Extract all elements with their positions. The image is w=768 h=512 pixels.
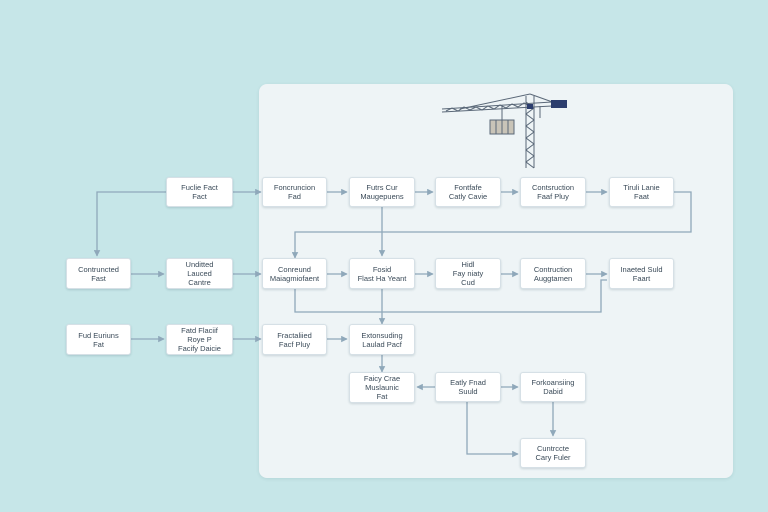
flow-node[interactable]: Fatd Flaciif Roye P Facify Daicie bbox=[166, 324, 233, 355]
connector bbox=[294, 279, 607, 313]
flow-node[interactable]: Contruction Auggtamen bbox=[520, 258, 586, 289]
flow-node[interactable]: Contruncted Fast bbox=[66, 258, 131, 289]
flow-node[interactable]: Faicy Crae Muslaunic Fat bbox=[349, 372, 415, 403]
flow-node[interactable]: Tiruli Lanie Faat bbox=[609, 177, 674, 207]
connector bbox=[291, 191, 692, 259]
flow-node[interactable]: Extonsuding Laulad Pacf bbox=[349, 324, 415, 355]
connector bbox=[466, 402, 519, 458]
connector bbox=[93, 191, 166, 257]
flow-node[interactable]: Fontfafe Catly Cavie bbox=[435, 177, 501, 207]
flow-node[interactable]: Fuclie Fact Fact bbox=[166, 177, 233, 207]
flow-node[interactable]: Conreund Maiagmiofaent bbox=[262, 258, 327, 289]
flow-node[interactable]: Unditted Lauced Cantre bbox=[166, 258, 233, 289]
flow-node[interactable]: Fractaliied Facf Pluy bbox=[262, 324, 327, 355]
flow-node[interactable]: Fosid Flast Ha Yeant bbox=[349, 258, 415, 289]
flow-node[interactable]: Fud Euriuns Fat bbox=[66, 324, 131, 355]
flow-node[interactable]: Forkoansiing Dabid bbox=[520, 372, 586, 402]
tower-crane-icon bbox=[441, 93, 567, 169]
flow-node[interactable]: Hidl Fay niaty Cud bbox=[435, 258, 501, 289]
flow-node[interactable]: Eatly Fnad Suuld bbox=[435, 372, 501, 402]
flow-node[interactable]: Foncruncion Fad bbox=[262, 177, 327, 207]
flow-node[interactable]: Futrs Cur Maugepuens bbox=[349, 177, 415, 207]
flow-node[interactable]: Cuntrccte Cary Fuler bbox=[520, 438, 586, 468]
flow-node[interactable]: Contsruction Faaf Pluy bbox=[520, 177, 586, 207]
flow-node[interactable]: Inaeted Suld Faart bbox=[609, 258, 674, 289]
